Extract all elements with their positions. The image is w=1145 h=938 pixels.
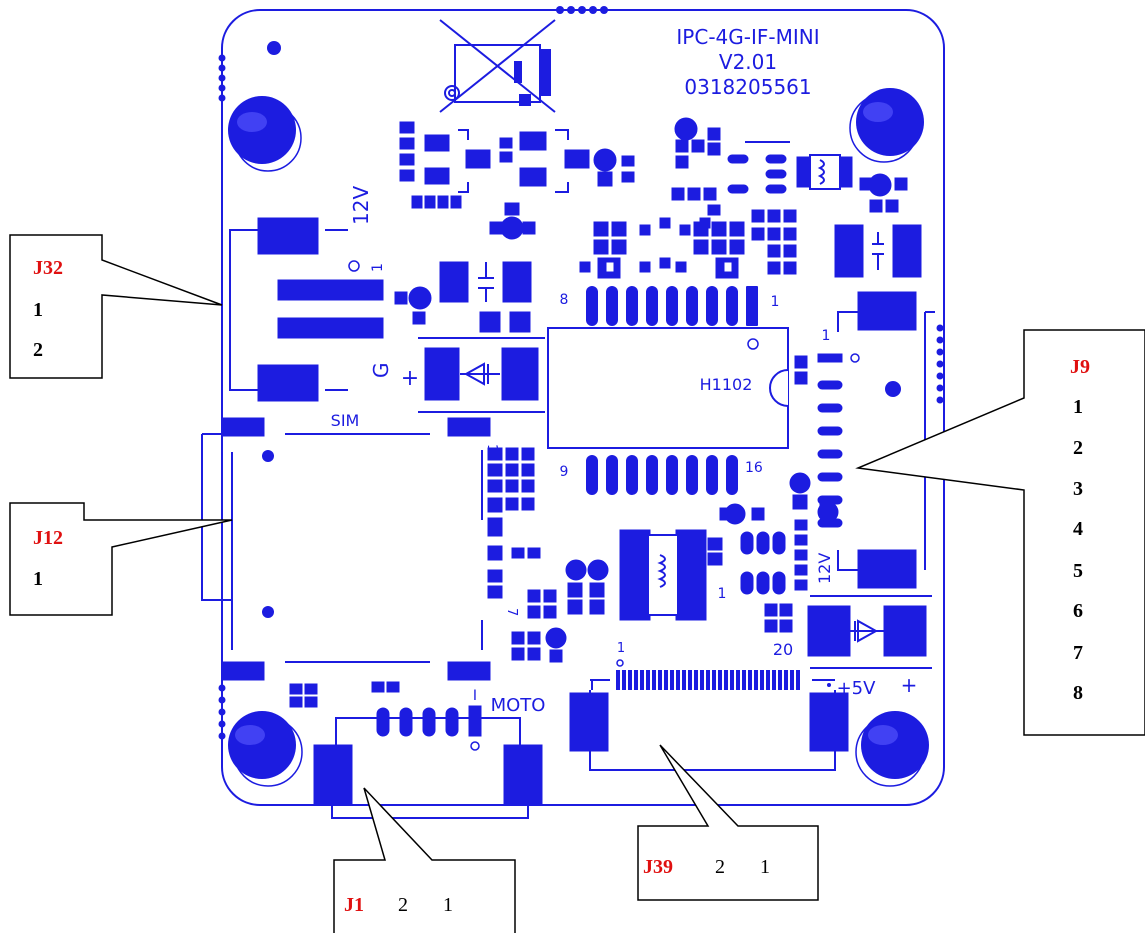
- mounting-hole-br: [855, 711, 929, 787]
- moto-pin1-label: I: [473, 688, 477, 704]
- smd-components-top: [394, 117, 922, 333]
- mid-pin1-label: 1: [718, 586, 727, 602]
- diode-plus-label: +: [401, 366, 419, 391]
- recycle-bin-icon: [439, 19, 556, 113]
- callout-j39-pin: 1: [760, 856, 770, 878]
- diode-left: [418, 337, 545, 413]
- supply-plus-label: +: [901, 673, 918, 697]
- callout-j9-pin: 7: [1073, 642, 1083, 664]
- sim-label: SIM: [331, 411, 360, 430]
- fpc-pin20-label: 20: [773, 640, 793, 659]
- j32-pin1-label: 1: [370, 263, 386, 272]
- callout-j32: J32 1 2: [9, 234, 223, 379]
- ground-label: G: [369, 363, 393, 379]
- callout-j9-pin: 1: [1073, 396, 1083, 418]
- pin1-marker: [348, 260, 360, 272]
- callout-j12-name: J12: [33, 527, 63, 549]
- callout-j12: J12 1: [9, 502, 233, 616]
- mounting-hole-tl: [228, 96, 302, 172]
- sim-card-holder: [201, 417, 491, 681]
- moto-label: MOTO: [491, 695, 546, 716]
- callout-j9-pin: 5: [1073, 560, 1083, 582]
- callout-j1-pin: 1: [443, 894, 453, 916]
- j39-fpc-pins: [616, 670, 800, 690]
- callout-j9: J9 1 2 3 4 5 6 7 8: [855, 329, 1145, 736]
- callout-j1-pin: 2: [398, 894, 408, 916]
- callout-j32-pin: 1: [33, 299, 43, 321]
- j1-moto-connector: [289, 681, 543, 819]
- callout-j9-pin: 8: [1073, 682, 1083, 704]
- ic-pin1-label: 1: [771, 294, 780, 310]
- callout-j12-pin: 1: [33, 568, 43, 590]
- ic-pin8-label: 8: [560, 292, 569, 308]
- ic-pin16-label: 16: [745, 460, 763, 476]
- callout-j1: J1 2 1: [333, 787, 516, 933]
- mounting-hole-tr: [849, 88, 924, 163]
- ic-part-label: H1102: [700, 375, 753, 394]
- callout-j39-name: J39: [643, 856, 673, 878]
- j9-12v-label: 12V: [815, 553, 834, 584]
- board-model-label: IPC-4G-IF-MINI: [676, 25, 819, 49]
- j32-connector-footprint: [229, 217, 384, 402]
- smd-components-mid: [707, 472, 839, 633]
- callout-j39-pin: 2: [715, 856, 725, 878]
- callout-j9-pin: 6: [1073, 600, 1083, 622]
- callout-j1-name: J1: [344, 894, 364, 916]
- j32-12v-label: 12V: [349, 186, 373, 225]
- callout-j39: J39 2 1: [637, 744, 819, 901]
- side-pin7-label: 7: [504, 608, 519, 616]
- fiducial-dot: [262, 450, 274, 462]
- supply-5v-label: +5V: [837, 678, 877, 699]
- board-serial-label: 0318205561: [684, 75, 811, 99]
- callout-j32-name: J32: [33, 257, 63, 279]
- fiducial-dot: [885, 381, 901, 397]
- fiducial-dot: [267, 41, 281, 55]
- polarity-dot: [827, 683, 831, 687]
- callout-j32-pin: 2: [33, 339, 43, 361]
- fpc-pin1-label: 1: [617, 641, 625, 656]
- side-pin1-label: 1: [484, 444, 499, 452]
- callout-j9-pin: 4: [1073, 518, 1083, 540]
- ic-pin9-label: 9: [560, 464, 569, 480]
- edge-dots: [218, 6, 944, 740]
- callout-j9-name: J9: [1070, 356, 1090, 378]
- j9-pin1-label: 1: [822, 328, 831, 344]
- h1102-ic: [547, 286, 789, 495]
- j39-fpc-connector: [569, 659, 849, 771]
- inductor-centre: [619, 529, 707, 621]
- callout-j9-pin: 3: [1073, 478, 1083, 500]
- callout-j9-pin: 2: [1073, 437, 1083, 459]
- diode-right: [807, 595, 932, 669]
- mounting-hole-bl: [228, 711, 303, 787]
- fiducial-dot: [262, 606, 274, 618]
- board-version-label: V2.01: [719, 50, 777, 74]
- j9-connector-footprint: [794, 291, 935, 589]
- smd-components-sim-side: [487, 447, 609, 663]
